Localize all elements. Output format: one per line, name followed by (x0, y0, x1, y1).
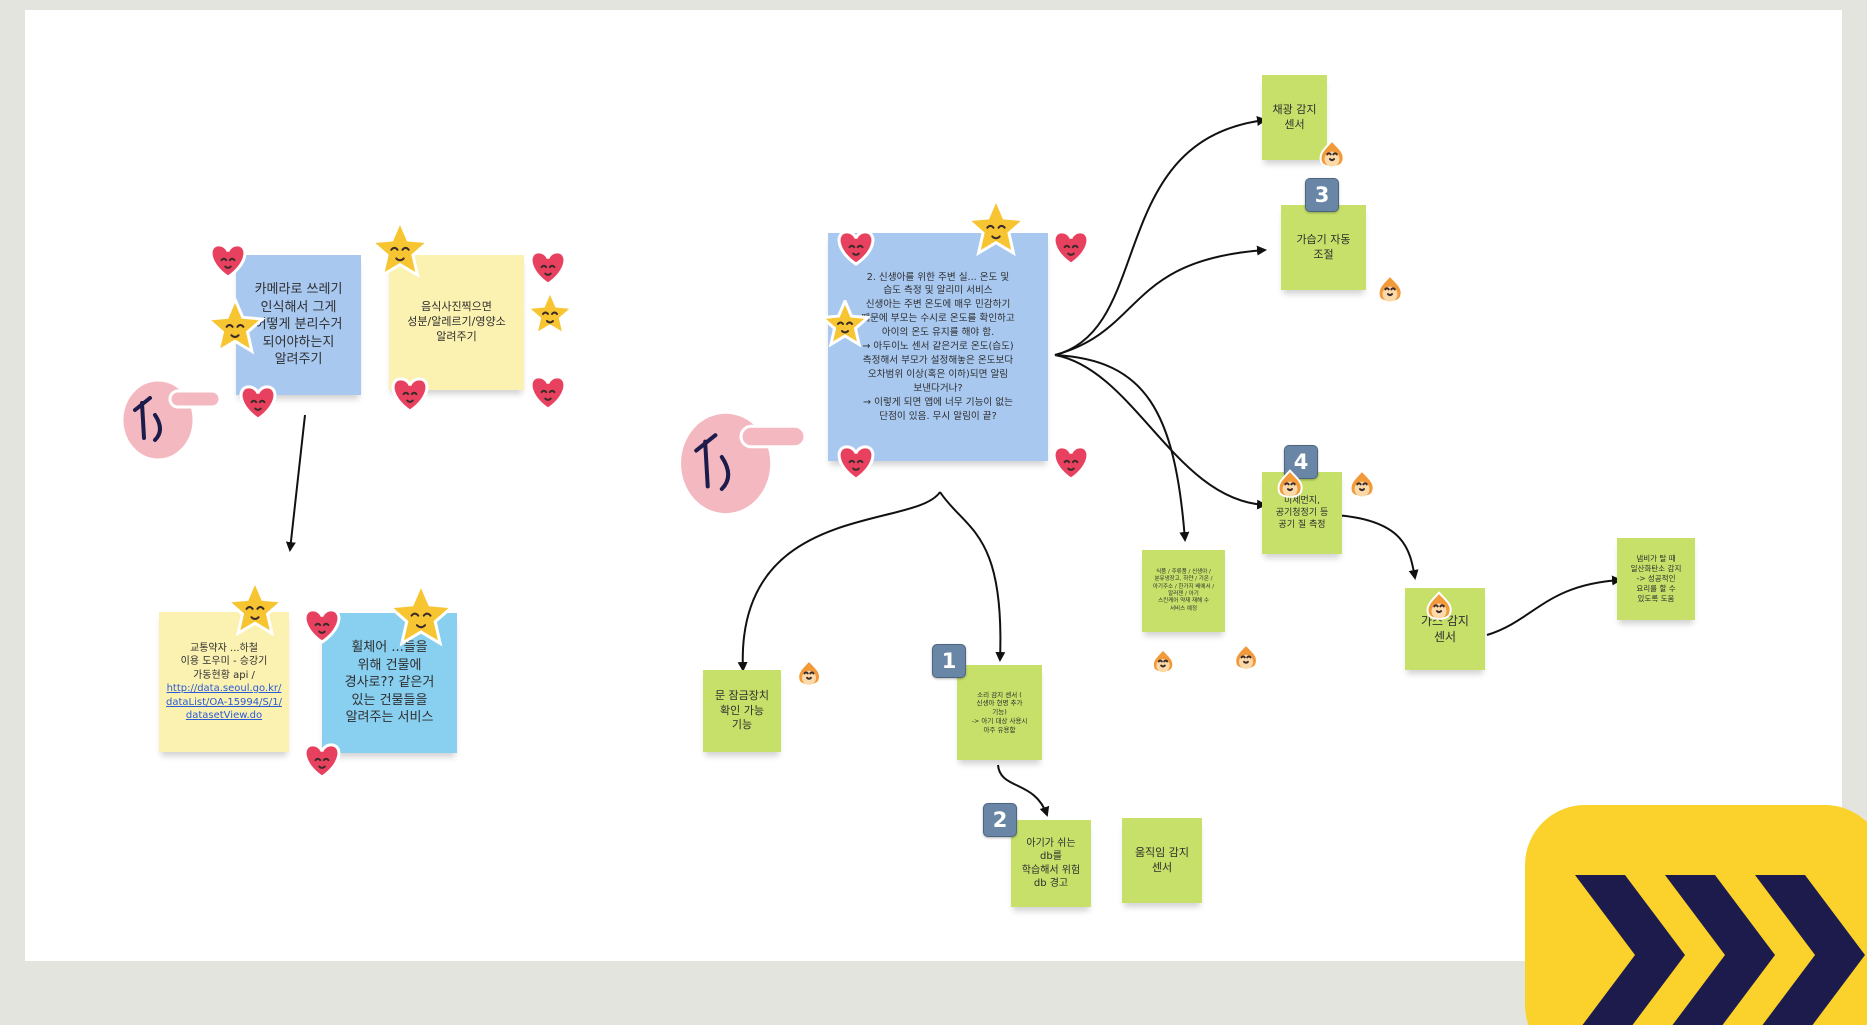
connector-main-to-door[interactable] (737, 491, 941, 672)
star-sticker-icon[interactable] (205, 298, 265, 358)
note-kitchen-co[interactable]: 냄비가 탈 때 일산화탄소 감지 -> 성공적인 요리를 할 수 있도록 도움 (1617, 538, 1695, 620)
heart-sticker-icon[interactable] (833, 225, 879, 271)
note-door-lock[interactable]: 문 잠금장치 확인 가능 기능 (703, 670, 781, 752)
heart-sticker-icon[interactable] (525, 245, 571, 291)
badge-1: 1 (932, 644, 966, 678)
connector-noise-to-baby[interactable] (997, 764, 1050, 817)
flame-sticker-icon[interactable] (1345, 468, 1379, 502)
note-noise-sensor[interactable]: 소리 감지 센서 ( 신생아 현명 추가 기능) -> 아기 대상 사용시 아주… (957, 665, 1042, 760)
note-motion-sensor[interactable]: 움직임 감지 센서 (1122, 818, 1202, 903)
note-humidifier[interactable]: 가습기 자동 조절 (1281, 205, 1366, 290)
flame-sticker-icon[interactable] (1315, 138, 1349, 172)
heart-sticker-icon[interactable] (1048, 225, 1094, 271)
connector-layer (285, 116, 1622, 817)
note-light-sensor[interactable]: 채광 감지 센서 (1262, 75, 1327, 160)
badge-3: 3 (1305, 178, 1339, 212)
note-food-photo[interactable]: 음식사진찍으면 성분/알레르기/영양소 알려주기 (389, 255, 524, 390)
note-baby-cry[interactable]: 아기가 쉬는 db를 학습해서 위험 db 경고 (1011, 820, 1091, 907)
note-fine-dust[interactable]: 미세먼지, 공기청정기 등 공기 질 측정 (1262, 472, 1342, 554)
connector-main-to-items[interactable] (1054, 354, 1190, 542)
heart-sticker-icon[interactable] (387, 372, 433, 418)
star-sticker-icon[interactable] (387, 583, 455, 651)
heart-sticker-icon[interactable] (525, 370, 571, 416)
flame-sticker-icon[interactable] (1373, 273, 1407, 307)
star-sticker-icon[interactable] (820, 300, 870, 350)
star-sticker-icon[interactable] (525, 290, 575, 340)
heart-sticker-icon[interactable] (299, 603, 345, 649)
note-wheelchair-api[interactable]: 교통약자 ...하철 이용 도우미 - 승강기 가동현황 api / http:… (159, 612, 289, 752)
flame-sticker-icon[interactable] (1148, 647, 1178, 677)
connector-main-to-humidifier[interactable] (1054, 245, 1267, 356)
connector-main-to-finedust[interactable] (1054, 354, 1267, 510)
heart-sticker-icon[interactable] (235, 380, 281, 426)
heart-sticker-icon[interactable] (1048, 440, 1094, 486)
note-gas-sensor[interactable]: 가스 감지 센서 (1405, 588, 1485, 670)
note-newborn-main[interactable]: 2. 신생아를 위한 주변 실... 온도 및 습도 측정 및 알리미 서비스 … (828, 233, 1048, 461)
badge-2: 2 (983, 803, 1017, 837)
connector-main-to-noise[interactable] (939, 491, 1006, 662)
connector-main-to-light[interactable] (1054, 116, 1267, 356)
star-sticker-icon[interactable] (369, 220, 431, 282)
star-sticker-icon[interactable] (225, 580, 285, 640)
note-items-list[interactable]: 식품 / 주류품 / 신생아 / 분유냉장고, 하얀 / 기온 / 아기주소 /… (1142, 550, 1225, 632)
connector-gas-to-kitchen[interactable] (1486, 575, 1622, 636)
heart-sticker-icon[interactable] (299, 738, 345, 784)
pointing-hand-sticker-icon[interactable] (120, 365, 220, 465)
pointing-hand-sticker-icon[interactable] (677, 393, 805, 521)
flame-sticker-icon[interactable] (1230, 642, 1262, 674)
star-sticker-icon[interactable] (965, 198, 1027, 260)
connector-camera-to-wheelchair[interactable] (285, 414, 306, 552)
note-wheelchair-api-text: 교통약자 ...하철 이용 도우미 - 승강기 가동현황 api / (180, 642, 268, 681)
heart-sticker-icon[interactable] (205, 238, 251, 284)
heart-sticker-icon[interactable] (833, 440, 879, 486)
flame-sticker-icon[interactable] (793, 658, 825, 690)
connector-finedust-to-gas[interactable] (1334, 514, 1419, 580)
whiteboard-canvas[interactable]: 카메라로 쓰레기 인식해서 그게 어떻게 분리수거 되어야하는지 알려주기 음식… (25, 10, 1842, 961)
wheelchair-api-link[interactable]: http://data.seoul.go.kr/dataList/OA-1599… (166, 683, 282, 721)
flame-sticker-icon[interactable] (1422, 590, 1456, 624)
flame-sticker-icon[interactable] (1273, 468, 1307, 502)
app-logo-icon (1525, 805, 1867, 1025)
